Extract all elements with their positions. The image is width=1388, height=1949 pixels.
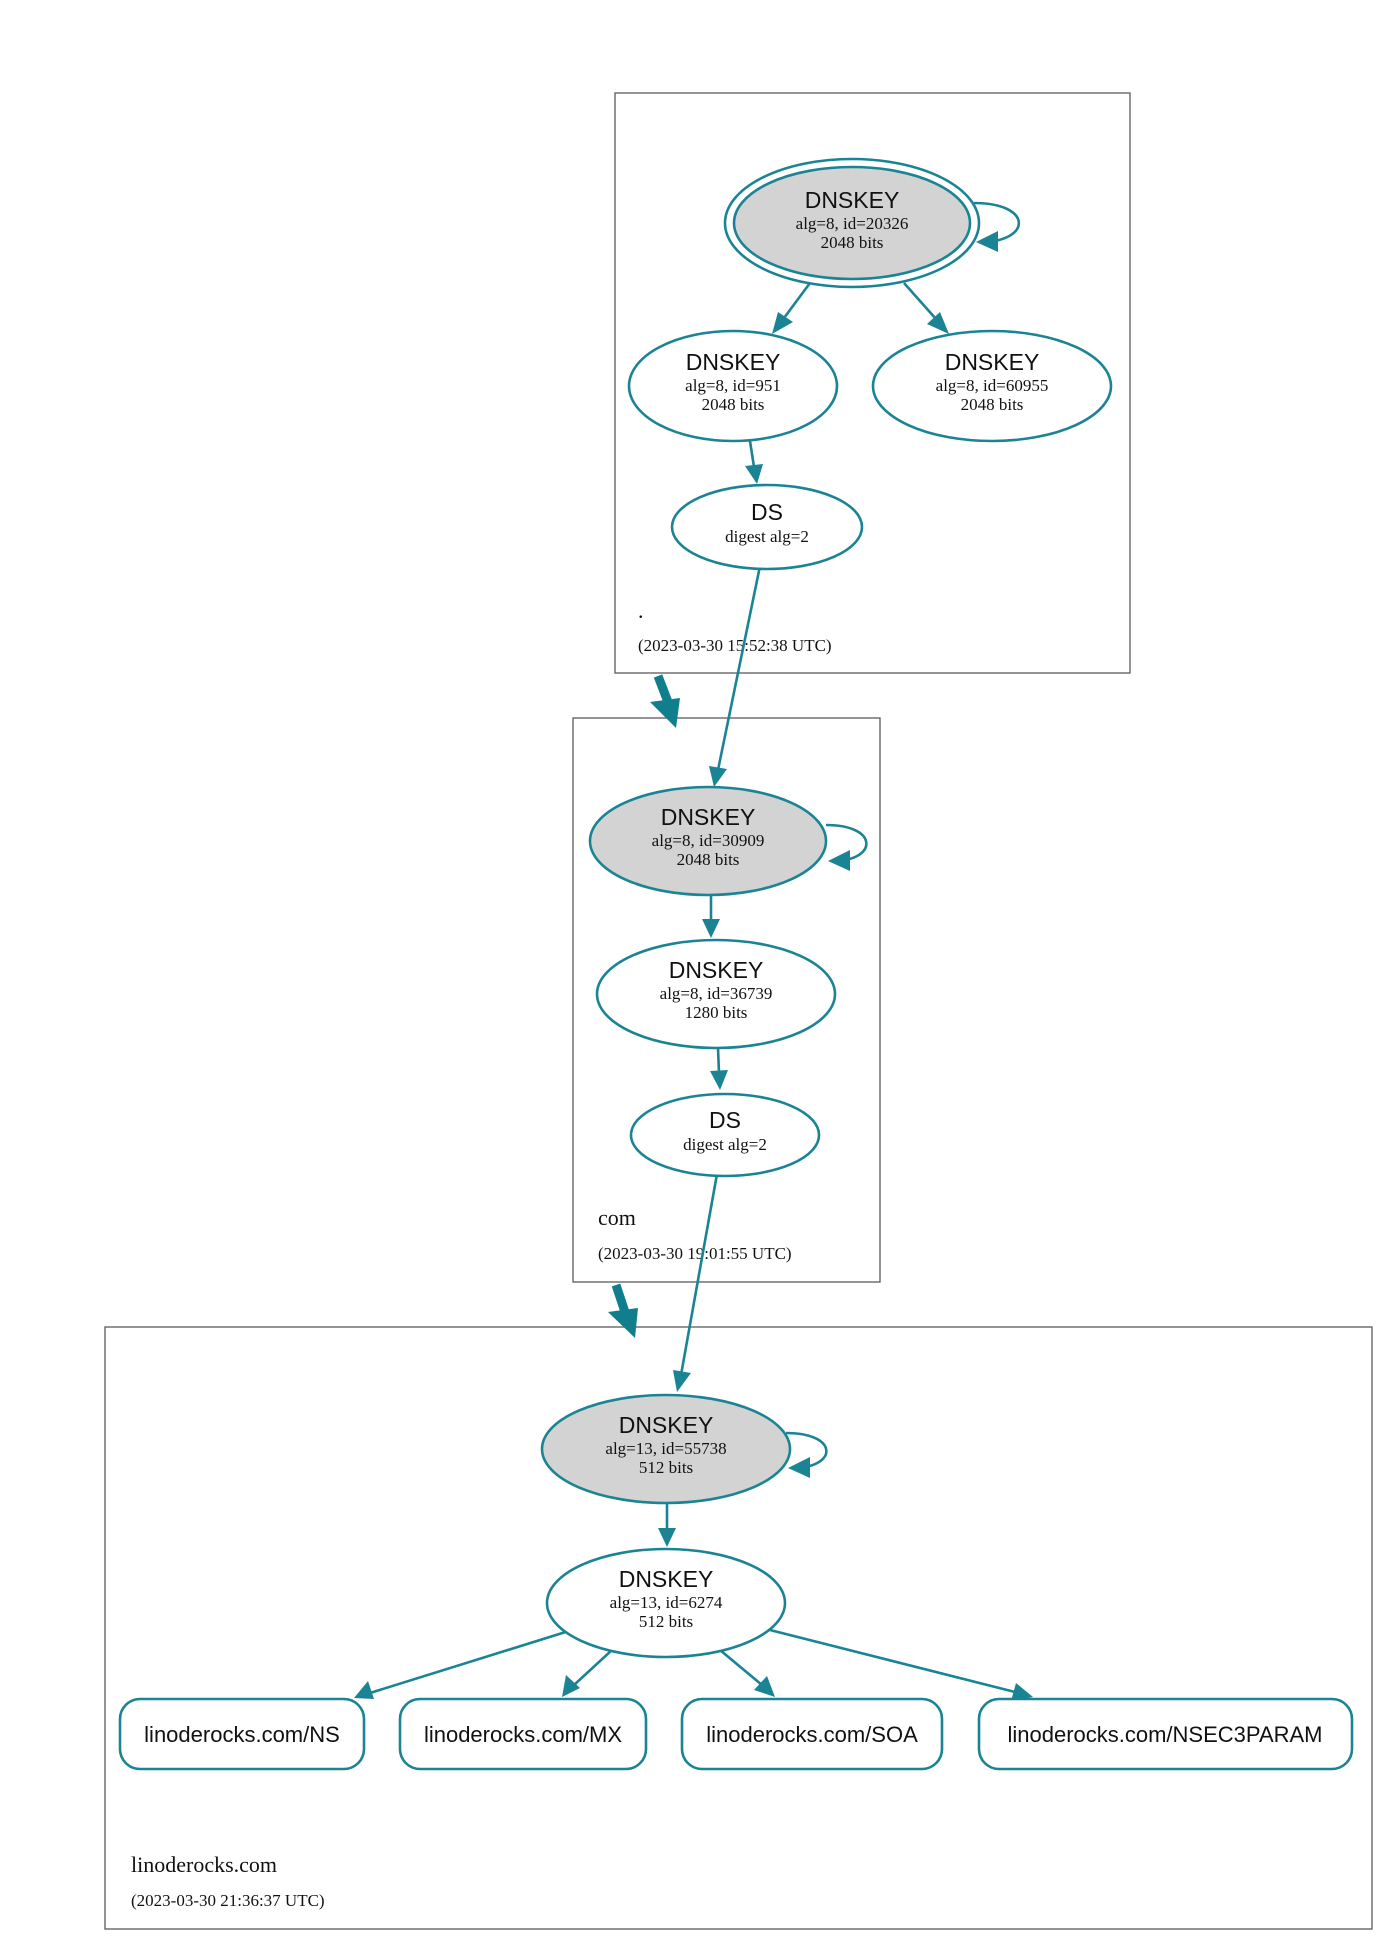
rrset-mx: linoderocks.com/MX	[398, 1697, 648, 1771]
com-zsk-alg: alg=8, id=36739	[660, 984, 773, 1003]
root-ksk-alg: alg=8, id=20326	[796, 214, 909, 233]
edge-com-ds-to-lino-ksk	[673, 1173, 719, 1392]
root-zsk60955-bits: 2048 bits	[961, 395, 1024, 414]
root-zsk60955-title: DNSKEY	[945, 349, 1040, 375]
root-zsk951-bits: 2048 bits	[702, 395, 765, 414]
rrset-nsec3param: linoderocks.com/NSEC3PARAM	[977, 1697, 1354, 1771]
com-ksk-title: DNSKEY	[661, 804, 756, 830]
zone-linoderocks-timestamp: (2023-03-30 21:36:37 UTC)	[131, 1891, 325, 1910]
rrset-ns: linoderocks.com/NS	[118, 1697, 366, 1771]
zone-root-name: .	[638, 598, 644, 623]
root-ds-digest: digest alg=2	[725, 527, 809, 546]
zone-com: com (2023-03-30 19:01:55 UTC)	[572, 717, 881, 1283]
zone-com-timestamp: (2023-03-30 19:01:55 UTC)	[598, 1244, 792, 1263]
zone-linoderocks-name: linoderocks.com	[131, 1852, 277, 1877]
rrset-soa-label: linoderocks.com/SOA	[706, 1722, 918, 1747]
com-zsk-title: DNSKEY	[669, 957, 764, 983]
root-zsk-951: DNSKEY alg=8, id=951 2048 bits	[627, 329, 839, 443]
zone-root: . (2023-03-30 15:52:38 UTC)	[614, 92, 1131, 674]
com-ds-title: DS	[709, 1107, 741, 1133]
edge-root-ksk-to-zsk60955	[903, 282, 949, 334]
edge-zsk36739-to-ds	[710, 1047, 728, 1090]
lino-zsk-bits: 512 bits	[639, 1612, 693, 1631]
lino-zsk-6274: DNSKEY alg=13, id=6274 512 bits	[545, 1547, 787, 1659]
root-zsk60955-alg: alg=8, id=60955	[936, 376, 1049, 395]
edge-lino-ksk-to-zsk6274	[658, 1503, 676, 1547]
edge-zsk-to-soa	[719, 1649, 775, 1697]
edge-lino-ksk-self	[785, 1431, 828, 1478]
lino-ksk-title: DNSKEY	[619, 1412, 714, 1438]
rrset-mx-label: linoderocks.com/MX	[424, 1722, 622, 1747]
edge-zsk-to-mx	[562, 1649, 613, 1697]
root-ds: DS digest alg=2	[670, 483, 864, 571]
zone-root-box	[614, 92, 1131, 674]
com-ksk-bits: 2048 bits	[677, 850, 740, 869]
lino-ksk-alg: alg=13, id=55738	[605, 1439, 726, 1458]
zone-linoderocks-box	[104, 1326, 1373, 1930]
com-zsk-36739: DNSKEY alg=8, id=36739 1280 bits	[595, 938, 837, 1050]
com-ds-digest: digest alg=2	[683, 1135, 767, 1154]
rrset-nsec3param-label: linoderocks.com/NSEC3PARAM	[1007, 1722, 1322, 1747]
edge-root-ds-to-com-ksk	[709, 565, 762, 787]
root-zsk951-title: DNSKEY	[686, 349, 781, 375]
lino-zsk-title: DNSKEY	[619, 1566, 714, 1592]
root-ksk-bits: 2048 bits	[821, 233, 884, 252]
edge-root-ksk-self	[973, 201, 1021, 252]
edge-zsk951-to-ds	[745, 440, 763, 484]
lino-zsk-alg: alg=13, id=6274	[610, 1593, 723, 1612]
root-zsk951-alg: alg=8, id=951	[685, 376, 781, 395]
rrset-soa: linoderocks.com/SOA	[680, 1697, 944, 1771]
zone-root-timestamp: (2023-03-30 15:52:38 UTC)	[638, 636, 832, 655]
edge-zsk-to-nsec3param	[769, 1628, 1033, 1701]
lino-ksk-dnskey: DNSKEY alg=13, id=55738 512 bits	[540, 1393, 792, 1505]
com-zsk-bits: 1280 bits	[685, 1003, 748, 1022]
zone-linoderocks: linoderocks.com (2023-03-30 21:36:37 UTC…	[104, 1326, 1373, 1930]
com-ds: DS digest alg=2	[629, 1092, 821, 1178]
delegation-root-to-com	[650, 674, 680, 728]
zone-com-box	[572, 717, 881, 1283]
root-ds-title: DS	[751, 499, 783, 525]
edge-com-ksk-to-zsk36739	[702, 895, 720, 938]
lino-ksk-bits: 512 bits	[639, 1458, 693, 1477]
delegation-com-to-linoderocks	[608, 1283, 638, 1338]
root-zsk-60955: DNSKEY alg=8, id=60955 2048 bits	[871, 329, 1113, 443]
edge-zsk-to-ns	[354, 1628, 573, 1699]
com-ksk-alg: alg=8, id=30909	[652, 831, 765, 850]
root-ksk-dnskey: DNSKEY alg=8, id=20326 2048 bits	[723, 157, 981, 289]
rrset-ns-label: linoderocks.com/NS	[144, 1722, 340, 1747]
root-ksk-title: DNSKEY	[805, 187, 900, 213]
com-ksk-dnskey: DNSKEY alg=8, id=30909 2048 bits	[588, 785, 828, 897]
zone-com-name: com	[598, 1205, 636, 1230]
edge-root-ksk-to-zsk951	[772, 282, 812, 334]
edge-com-ksk-self	[825, 823, 868, 871]
